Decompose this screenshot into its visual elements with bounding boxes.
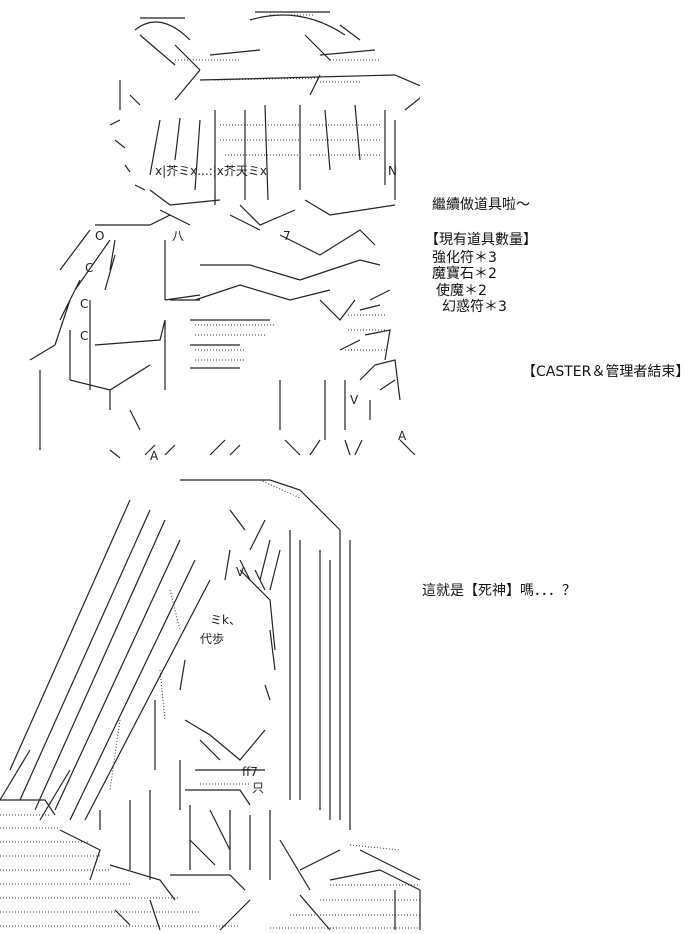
end-note: 【CASTER＆管理者結束】 bbox=[522, 364, 690, 380]
art-mi-k: ミk、 bbox=[210, 613, 241, 627]
scene1-dialogue: 繼續做道具啦～ bbox=[432, 197, 530, 213]
inventory-item-strengthen: 強化符＊3 bbox=[432, 250, 497, 266]
scene2-dialogue: 這就是【死神】嗎．．．？ bbox=[422, 583, 576, 599]
scene2-ascii-art: V ミk、 代歩 ff7 只 bbox=[0, 470, 440, 934]
art-kanji-ba: 八 bbox=[172, 229, 184, 243]
face-row-text: x|芥ミx...:|x芥天ミx bbox=[155, 164, 267, 178]
art-letter-c3: C bbox=[80, 329, 88, 343]
art-letter-o: O bbox=[95, 229, 104, 243]
art-letter-n: N bbox=[388, 164, 397, 178]
inventory-title: 【現有道具數量】 bbox=[425, 232, 537, 248]
art-seven: 7 bbox=[283, 229, 291, 243]
art-letter-a1: A bbox=[150, 449, 159, 463]
art-letter-v: V bbox=[350, 393, 359, 407]
art-dai-bu: 代歩 bbox=[200, 631, 224, 646]
art-letter-a2: A bbox=[398, 429, 407, 443]
art-zhi: 只 bbox=[252, 781, 264, 795]
art-letter-c1: C bbox=[85, 261, 93, 275]
inventory-item-illusion: 幻惑符＊3 bbox=[442, 299, 507, 315]
scene1-ascii-art: x|芥ミx...:|x芥天ミx N O 八 7 C C C V A A bbox=[0, 0, 420, 470]
inventory-item-familiar: 使魔＊2 bbox=[436, 283, 487, 299]
art-letter-c2: C bbox=[80, 297, 88, 311]
art-v2: V bbox=[236, 565, 245, 579]
inventory-item-magic-gem: 魔寶石＊2 bbox=[432, 266, 497, 282]
art-ff7: ff7 bbox=[242, 765, 258, 779]
